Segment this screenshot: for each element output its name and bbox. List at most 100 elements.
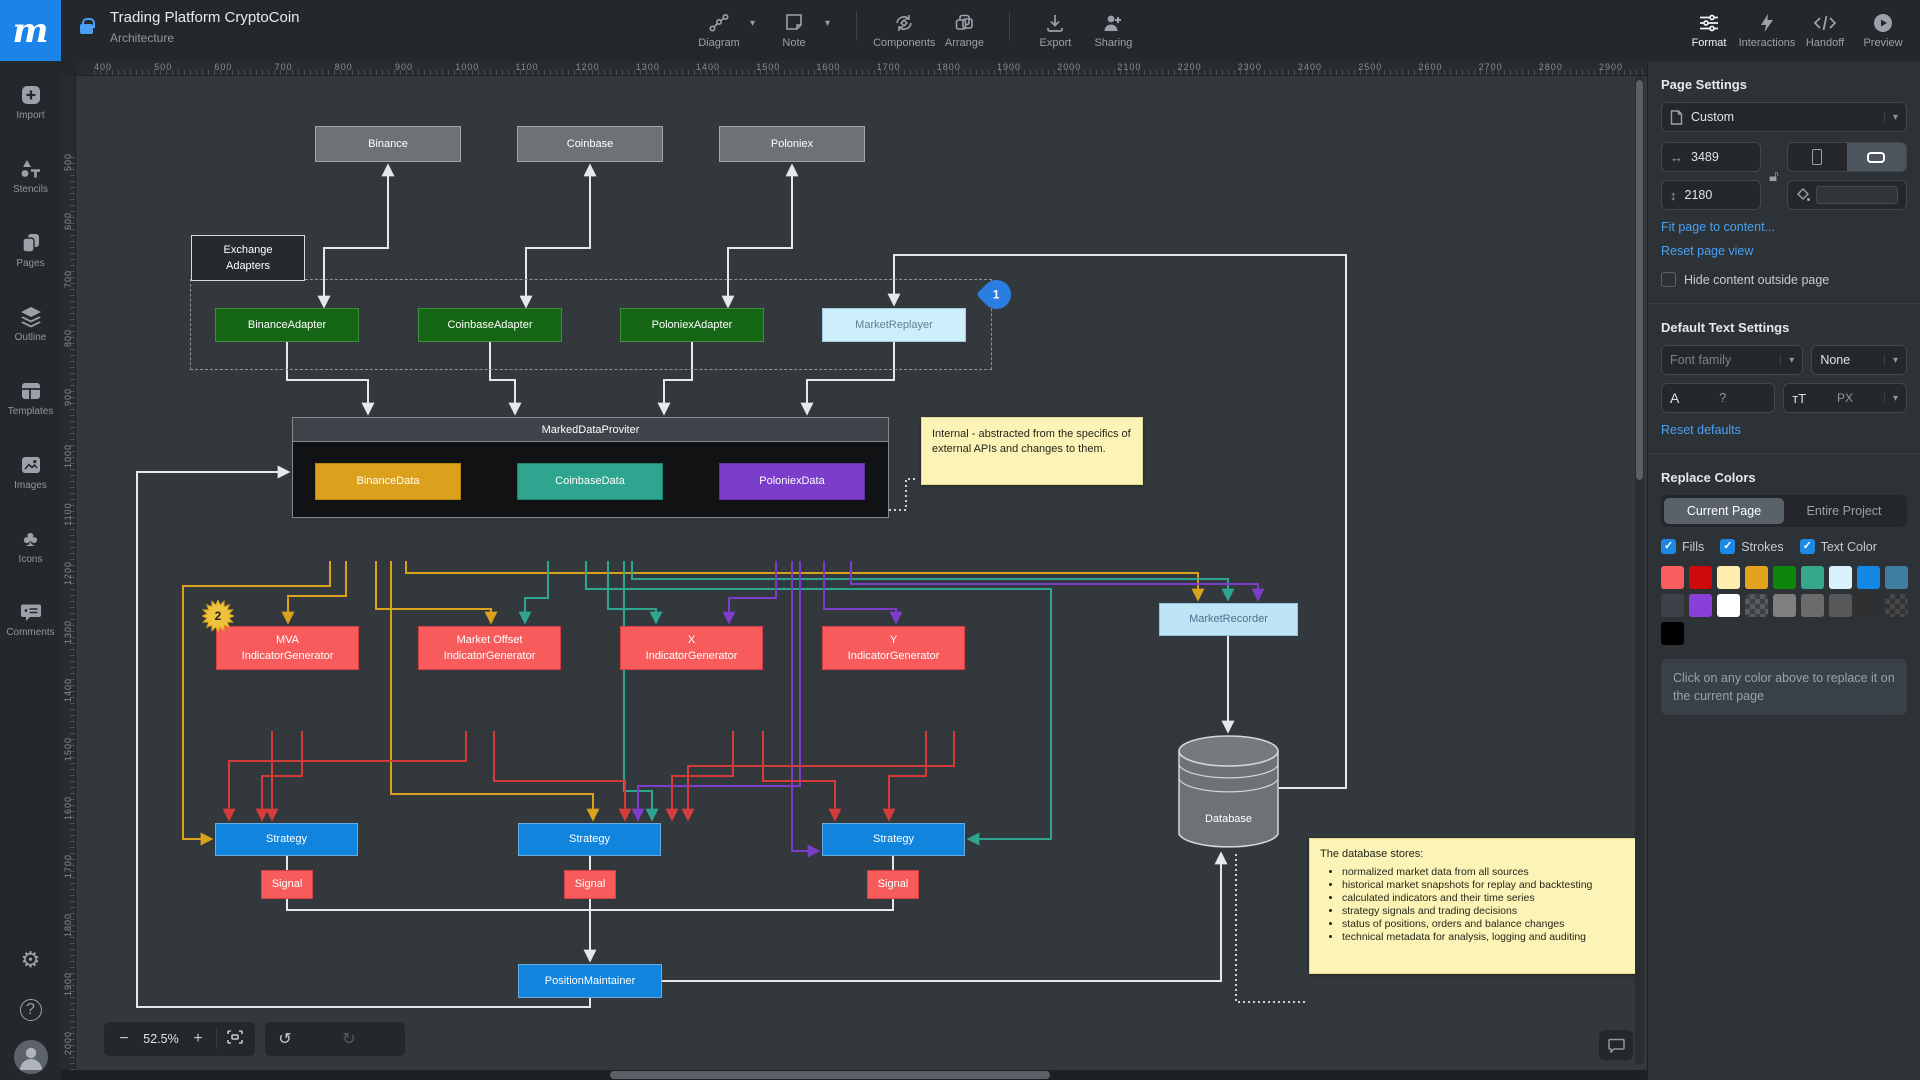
note-internal[interactable]: Internal - abstracted from the specifics… — [921, 417, 1143, 485]
sidebar-item-images[interactable]: Images — [0, 439, 61, 505]
color-swatch[interactable] — [1661, 594, 1684, 617]
page-preset-select[interactable]: Custom ▾ — [1661, 102, 1907, 132]
sidebar-item-pages[interactable]: Pages — [0, 217, 61, 283]
node-binance-adapter[interactable]: BinanceAdapter — [215, 308, 359, 342]
toolbar-note-button[interactable]: Note — [765, 0, 823, 61]
sidebar-item-import[interactable]: Import — [0, 69, 61, 135]
node-market-replayer[interactable]: MarketReplayer — [822, 308, 966, 342]
checkbox-strokes[interactable]: Strokes — [1720, 539, 1783, 554]
node-signal-1[interactable]: Signal — [261, 870, 313, 899]
sidebar-settings-button[interactable]: ⚙ — [16, 946, 46, 976]
page-name[interactable]: Architecture — [110, 31, 174, 45]
redo-button[interactable]: ↻ — [299, 1029, 399, 1049]
node-coinbase-data[interactable]: CoinbaseData — [517, 463, 663, 500]
toolbar-preview-button[interactable]: Preview — [1854, 0, 1912, 61]
node-binance[interactable]: Binance — [315, 126, 461, 162]
node-coinbase-adapter[interactable]: CoinbaseAdapter — [418, 308, 562, 342]
reset-defaults-link[interactable]: Reset defaults — [1661, 423, 1907, 437]
sidebar-item-templates[interactable]: Templates — [0, 365, 61, 431]
node-poloniex[interactable]: Poloniex — [719, 126, 865, 162]
node-y-indicator-generator[interactable]: YIndicatorGenerator — [822, 626, 965, 670]
node-market-offset-indicator-generator[interactable]: Market OffsetIndicatorGenerator — [418, 626, 561, 670]
note-database[interactable]: The database stores:normalized market da… — [1309, 838, 1642, 974]
horizontal-scrollbar[interactable] — [61, 1070, 1647, 1080]
color-swatch[interactable] — [1829, 594, 1852, 617]
node-database[interactable]: Database — [1178, 735, 1279, 850]
zoom-level[interactable]: 52.5% — [138, 1032, 184, 1046]
color-swatch[interactable] — [1717, 566, 1740, 589]
color-swatch[interactable] — [1661, 566, 1684, 589]
vertical-scrollbar[interactable] — [1635, 76, 1644, 1065]
color-swatch[interactable] — [1829, 566, 1852, 589]
checkbox-fills[interactable]: Fills — [1661, 539, 1704, 554]
line-height-input[interactable]: ᴛT PX ▾ — [1783, 383, 1907, 413]
landscape-button[interactable] — [1847, 143, 1906, 171]
moqups-logo[interactable]: m — [0, 0, 61, 61]
sidebar-item-icons[interactable]: ♣Icons — [0, 513, 61, 579]
note-dropdown-caret[interactable]: ▾ — [825, 18, 830, 29]
replace-colors-tab-entire-project[interactable]: Entire Project — [1784, 498, 1904, 524]
document-title[interactable]: Trading Platform CryptoCoin — [110, 9, 300, 26]
sidebar-help-button[interactable]: ? — [16, 994, 46, 1024]
node-poloniex-adapter[interactable]: PoloniexAdapter — [620, 308, 764, 342]
replace-colors-tab-current-page[interactable]: Current Page — [1664, 498, 1784, 524]
font-size-input[interactable]: A ? — [1661, 383, 1775, 413]
node-exchange-adapters-label[interactable]: ExchangeAdapters — [191, 235, 305, 281]
checkbox-text-color[interactable]: Text Color — [1800, 539, 1877, 554]
sidebar-item-stencils[interactable]: Stencils — [0, 143, 61, 209]
sidebar-account-button[interactable] — [16, 1042, 46, 1072]
zoom-in-button[interactable]: + — [184, 1030, 212, 1048]
color-swatch[interactable] — [1857, 594, 1880, 617]
node-market-recorder[interactable]: MarketRecorder — [1159, 603, 1298, 636]
color-swatch[interactable] — [1773, 594, 1796, 617]
node-signal-2[interactable]: Signal — [564, 870, 616, 899]
node-coinbase[interactable]: Coinbase — [517, 126, 663, 162]
color-swatch[interactable] — [1717, 594, 1740, 617]
fit-page-link[interactable]: Fit page to content... — [1661, 220, 1907, 234]
toolbar-diagram-button[interactable]: Diagram — [690, 0, 748, 61]
color-swatch[interactable] — [1745, 566, 1768, 589]
node-mva-indicator-generator[interactable]: MVAIndicatorGenerator — [216, 626, 359, 670]
sidebar-item-outline[interactable]: Outline — [0, 291, 61, 357]
node-strategy-1[interactable]: Strategy — [215, 823, 358, 856]
node-binance-data[interactable]: BinanceData — [315, 463, 461, 500]
color-swatch[interactable] — [1857, 566, 1880, 589]
color-swatch[interactable] — [1885, 566, 1908, 589]
toolbar-format-button[interactable]: Format — [1680, 0, 1738, 61]
page-height-input[interactable]: ↕ 2180 — [1661, 180, 1761, 210]
color-swatch[interactable] — [1801, 566, 1824, 589]
aspect-lock-icon[interactable]: 🔓︎ — [1769, 168, 1779, 185]
node-position-maintainer[interactable]: PositionMaintainer — [518, 964, 662, 998]
font-style-select[interactable]: None▾ — [1811, 345, 1907, 375]
toolbar-handoff-button[interactable]: Handoff — [1796, 0, 1854, 61]
color-swatch[interactable] — [1689, 594, 1712, 617]
reset-page-view-link[interactable]: Reset page view — [1661, 244, 1907, 258]
node-strategy-3[interactable]: Strategy — [822, 823, 965, 856]
diagram-dropdown-caret[interactable]: ▾ — [750, 18, 755, 29]
toolbar-export-button[interactable]: Export — [1026, 0, 1084, 61]
color-swatch[interactable] — [1885, 594, 1908, 617]
canvas[interactable]: 4005006007008009001000110012001300140015… — [61, 61, 1647, 1080]
hide-content-checkbox[interactable]: Hide content outside page — [1661, 272, 1907, 287]
portrait-button[interactable] — [1788, 143, 1847, 171]
fit-to-screen-button[interactable] — [221, 1030, 249, 1049]
toolbar-arrange-button[interactable]: Arrange — [935, 0, 993, 61]
undo-button[interactable]: ↺ — [271, 1029, 299, 1049]
feedback-chat-button[interactable] — [1599, 1030, 1633, 1060]
node-strategy-2[interactable]: Strategy — [518, 823, 661, 856]
font-family-select[interactable]: Font family▾ — [1661, 345, 1803, 375]
page-width-input[interactable]: ↔ 3489 — [1661, 142, 1761, 172]
node-signal-3[interactable]: Signal — [867, 870, 919, 899]
toolbar-interactions-button[interactable]: Interactions — [1738, 0, 1796, 61]
color-swatch[interactable] — [1661, 622, 1684, 645]
color-swatch[interactable] — [1745, 594, 1768, 617]
color-swatch[interactable] — [1773, 566, 1796, 589]
sidebar-item-comments[interactable]: Comments — [0, 587, 61, 653]
toolbar-components-button[interactable]: Components — [873, 0, 935, 61]
color-swatch[interactable] — [1801, 594, 1824, 617]
color-swatch[interactable] — [1689, 566, 1712, 589]
comment-badge-2[interactable]: 2 — [202, 600, 234, 632]
zoom-out-button[interactable]: − — [110, 1030, 138, 1048]
toolbar-sharing-button[interactable]: Sharing — [1084, 0, 1142, 61]
node-poloniex-data[interactable]: PoloniexData — [719, 463, 865, 500]
